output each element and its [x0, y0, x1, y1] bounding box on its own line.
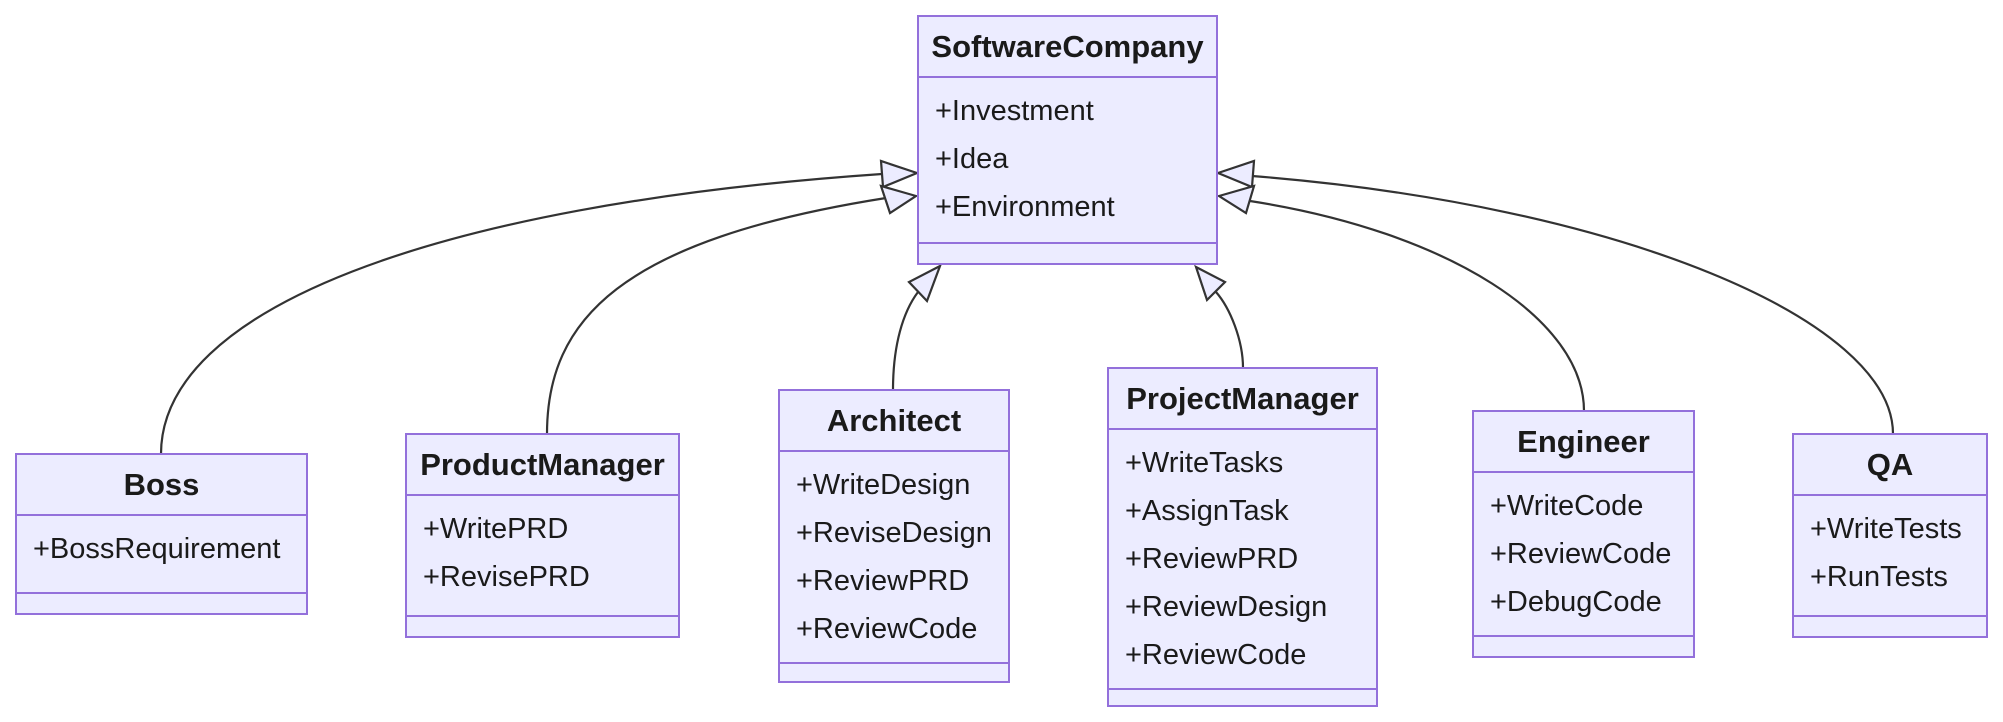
class-title: Boss	[17, 455, 306, 516]
class-attribute: +RunTests	[1810, 561, 1948, 593]
class-attributes: +WriteTasks +AssignTask +ReviewPRD +Revi…	[1109, 430, 1376, 690]
inheritance-arrowhead-qa	[1214, 159, 1256, 189]
class-methods-empty	[919, 244, 1216, 263]
class-attribute: +WriteCode	[1490, 490, 1644, 522]
class-title: QA	[1794, 435, 1986, 496]
class-attributes: +Investment +Idea +Environment	[919, 78, 1216, 244]
class-title: ProductManager	[407, 435, 678, 496]
class-attribute: +ReviewPRD	[796, 565, 970, 597]
class-attribute: +RevisePRD	[423, 561, 590, 593]
class-attribute: +WriteDesign	[796, 469, 971, 501]
inheritance-arrowhead-productmanager	[879, 184, 919, 215]
class-attribute: +WriteTasks	[1125, 447, 1284, 479]
class-title: ProjectManager	[1109, 369, 1376, 430]
edge-projectmanager-to-softwarecompany	[1215, 291, 1245, 369]
edge-architect-to-softwarecompany	[891, 291, 919, 391]
class-box-engineer: Engineer +WriteCode +ReviewCode +DebugCo…	[1472, 410, 1695, 658]
class-box-architect: Architect +WriteDesign +ReviseDesign +Re…	[778, 389, 1010, 683]
class-attribute: +ReviewCode	[796, 613, 978, 645]
edge-boss-to-softwarecompany	[159, 172, 883, 455]
edge-qa-to-softwarecompany	[1251, 174, 1895, 435]
class-methods-empty	[1474, 637, 1693, 656]
class-methods-empty	[1109, 690, 1376, 709]
class-title: Architect	[780, 391, 1008, 452]
inheritance-arrowhead-projectmanager	[1194, 264, 1227, 303]
class-attributes: +BossRequirement	[17, 516, 306, 594]
class-attribute: +Investment	[935, 95, 1094, 127]
class-attribute: +ReviewDesign	[1125, 591, 1328, 623]
class-attribute: +AssignTask	[1125, 495, 1289, 527]
class-attribute: +Environment	[935, 191, 1115, 223]
class-box-qa: QA +WriteTests +RunTests	[1792, 433, 1988, 638]
inheritance-arrowhead-boss	[879, 159, 921, 189]
class-attribute: +ReviewCode	[1490, 538, 1672, 570]
class-attribute: +ReviseDesign	[796, 517, 992, 549]
inheritance-arrowhead-architect	[907, 263, 943, 304]
class-attribute: +WritePRD	[423, 513, 569, 545]
class-attribute: +Idea	[935, 143, 1009, 175]
class-methods-empty	[17, 594, 306, 613]
class-attributes: +WriteDesign +ReviseDesign +ReviewPRD +R…	[780, 452, 1008, 664]
class-box-projectmanager: ProjectManager +WriteTasks +AssignTask +…	[1107, 367, 1378, 707]
class-attribute: +ReviewCode	[1125, 639, 1307, 671]
class-box-softwarecompany: SoftwareCompany +Investment +Idea +Envir…	[917, 15, 1218, 265]
class-attribute: +WriteTests	[1810, 513, 1962, 545]
class-attribute: +DebugCode	[1490, 586, 1662, 618]
edge-engineer-to-softwarecompany	[1249, 199, 1586, 412]
class-attribute: +ReviewPRD	[1125, 543, 1299, 575]
edge-productmanager-to-softwarecompany	[545, 196, 887, 435]
class-methods-empty	[407, 617, 678, 636]
class-box-productmanager: ProductManager +WritePRD +RevisePRD	[405, 433, 680, 638]
class-methods-empty	[1794, 617, 1986, 636]
class-attributes: +WritePRD +RevisePRD	[407, 496, 678, 617]
class-methods-empty	[780, 664, 1008, 683]
class-box-boss: Boss +BossRequirement	[15, 453, 308, 615]
class-title: Engineer	[1474, 412, 1693, 473]
class-attributes: +WriteCode +ReviewCode +DebugCode	[1474, 473, 1693, 637]
class-title: SoftwareCompany	[919, 17, 1216, 78]
class-attribute: +BossRequirement	[33, 533, 281, 565]
inheritance-arrowhead-engineer	[1216, 184, 1256, 215]
class-attributes: +WriteTests +RunTests	[1794, 496, 1986, 617]
